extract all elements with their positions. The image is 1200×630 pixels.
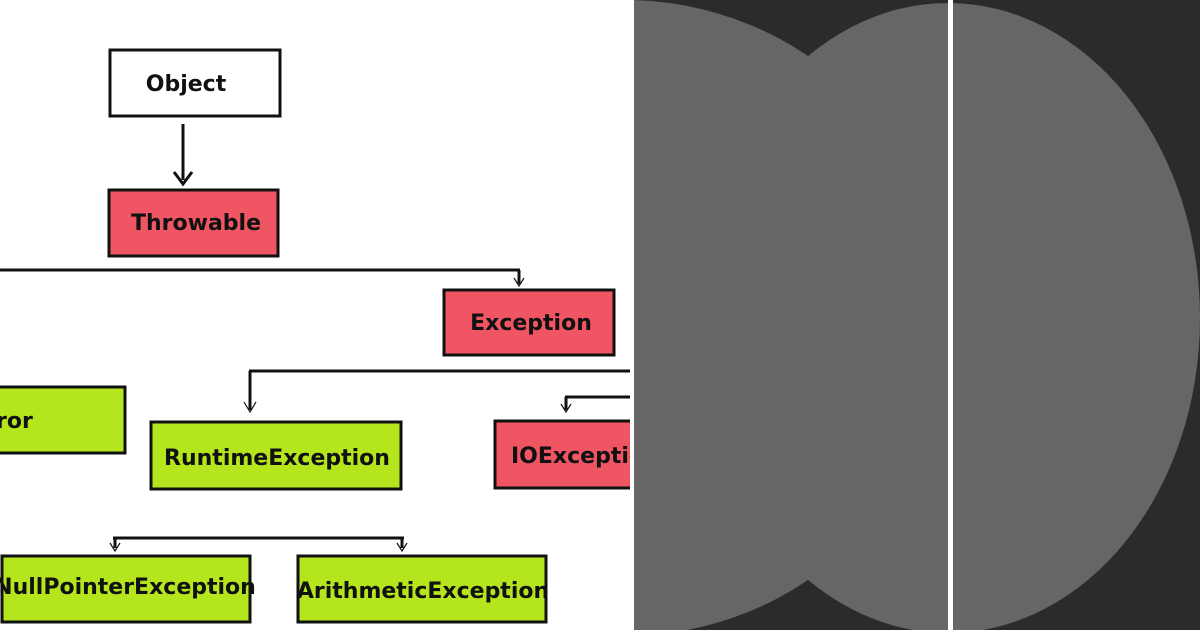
- dark-decorative-panel: [630, 0, 1200, 630]
- half-circle-art: [630, 0, 1200, 630]
- node-nullpointer-box: [0, 554, 252, 624]
- node-object-label: Object: [146, 72, 227, 97]
- node-exception: Exception: [442, 288, 616, 357]
- arrowhead-nullpointer: [109, 542, 121, 553]
- diagram-edges: [0, 124, 630, 553]
- diagram-nodes: Object Throwable Exception ror RuntimeEx…: [0, 48, 630, 624]
- node-throwable: Throwable: [107, 188, 280, 258]
- arrowhead-ioexception: [560, 403, 572, 414]
- node-object: Object: [108, 48, 282, 118]
- node-exception-box: [442, 288, 616, 357]
- panel-divider-left: [630, 0, 634, 630]
- node-ioexception-box: [493, 419, 630, 490]
- exception-hierarchy-diagram: Object Throwable Exception ror RuntimeEx…: [0, 48, 630, 624]
- arrowhead-exception: [513, 277, 525, 288]
- node-error-label: ror: [0, 409, 33, 434]
- node-error: ror: [0, 385, 127, 455]
- arrowhead-runtime: [243, 401, 257, 414]
- node-runtime-box: [149, 420, 403, 491]
- node-arithmetic-box: [296, 554, 548, 624]
- node-error-box: [0, 385, 127, 455]
- node-exception-label: Exception: [470, 311, 592, 336]
- node-arithmetic-label: ArithmeticException: [297, 579, 549, 604]
- diagram-canvas: Object Throwable Exception ror RuntimeEx…: [0, 48, 630, 624]
- arrowhead-arithmetic: [396, 542, 408, 553]
- node-nullpointer-label: NullPointerException: [0, 575, 256, 600]
- node-ioexception-label: IOExceptio: [511, 444, 630, 469]
- node-arithmetic-exception: ArithmeticException: [296, 554, 549, 624]
- node-throwable-label: Throwable: [131, 211, 261, 236]
- panel-divider-middle: [948, 0, 953, 630]
- node-nullpointer-exception: NullPointerException: [0, 554, 256, 624]
- node-throwable-box: [107, 188, 280, 258]
- node-ioexception: IOExceptio: [493, 419, 630, 490]
- node-object-box: [108, 48, 282, 118]
- arrowhead-throwable: [172, 171, 194, 187]
- node-runtime-label: RuntimeException: [164, 446, 390, 471]
- node-runtime-exception: RuntimeException: [149, 420, 403, 491]
